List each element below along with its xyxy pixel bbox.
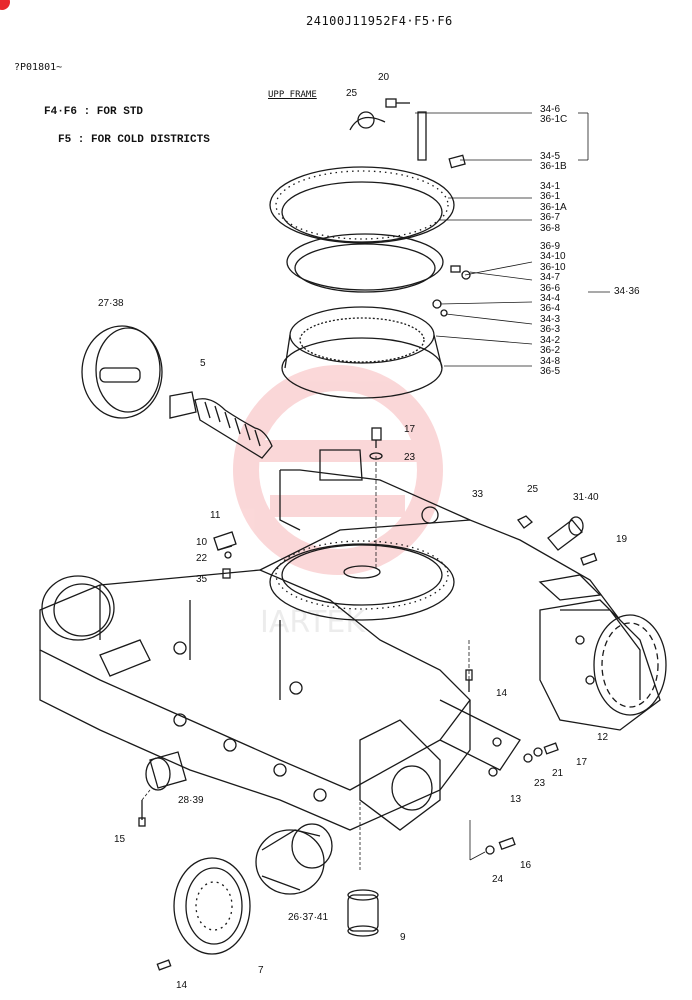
sprocket-7	[173, 857, 251, 955]
part-label: 36-1A	[540, 201, 567, 213]
drive-sprocket	[593, 614, 667, 716]
callout-25-top: 25	[346, 88, 358, 99]
callout-27-38: 27·38	[98, 298, 124, 309]
part-label: 36-1	[540, 191, 561, 203]
part-label: 34-7	[540, 272, 561, 284]
part-label: 34-4	[540, 293, 561, 305]
recoil-spring	[169, 391, 273, 459]
callout-26-37-41: 26·37·41	[288, 912, 329, 923]
note-std: F4·F6 : FOR STD	[44, 106, 144, 118]
serial-range: ?P01801~	[14, 62, 63, 73]
document-code: 24100J11952F4·F5·F6	[306, 14, 453, 28]
part-label: 34-6	[540, 104, 561, 115]
part-label: 36-3	[540, 324, 561, 336]
upp-frame-label: UPP FRAME	[268, 90, 317, 100]
part-list-top: 34-6 36-1C 34-5 36-1B	[540, 104, 568, 173]
front-idler	[81, 325, 163, 419]
callout-14-bottom: 14	[176, 980, 188, 991]
note-cold: F5 : FOR COLD DISTRICTS	[58, 134, 210, 146]
part-label: 36-8	[540, 222, 561, 234]
callout-35: 35	[196, 574, 208, 585]
part-list-main: 34-1 36-1 36-1A 36-7 36-8 36-9 34-10 36-…	[540, 181, 567, 377]
swing-bearing-lower-ring	[286, 233, 444, 293]
callout-14-mid: 14	[496, 688, 508, 699]
part-label: 36-9	[540, 241, 561, 253]
callout-33: 33	[472, 489, 484, 500]
callout-5: 5	[200, 358, 206, 369]
callout-28-39: 28·39	[178, 795, 204, 806]
callout-22: 22	[196, 553, 208, 564]
svg-text:IARTEK: IARTEK	[260, 605, 366, 640]
callout-23-top: 23	[404, 452, 416, 463]
part-label: 34-3	[540, 313, 561, 325]
callout-24: 24	[492, 874, 504, 885]
part-label: 36-1C	[540, 114, 568, 126]
callout-17: 17	[576, 757, 588, 768]
part-label: 34-8	[540, 355, 561, 367]
callout-21: 21	[552, 768, 564, 779]
callout-10: 10	[196, 537, 208, 548]
part-label: 36-10	[540, 261, 566, 273]
part-label: 36-2	[540, 345, 561, 357]
callout-25: 25	[527, 484, 539, 495]
callout-13: 13	[510, 794, 522, 805]
callout-23: 23	[534, 778, 546, 789]
callout-31-40: 31·40	[573, 492, 599, 503]
corner-marker	[0, 0, 10, 10]
carrier-roller	[145, 751, 187, 791]
track-frame	[39, 449, 667, 831]
part-label: 36-7	[540, 212, 561, 224]
part-label: 34-10	[540, 251, 566, 263]
callout-19: 19	[616, 534, 628, 545]
part-label: 36-4	[540, 303, 561, 315]
callout-7: 7	[258, 965, 264, 976]
swing-bearing-outer-ring	[269, 166, 455, 244]
callout-11: 11	[210, 510, 221, 521]
callout-16: 16	[520, 860, 532, 871]
part-label: 36-6	[540, 282, 561, 294]
callout-12: 12	[597, 732, 609, 743]
part-label: 34-1	[540, 181, 561, 192]
callout-group-34-36: 34·36	[614, 286, 640, 297]
track-roller	[347, 889, 379, 937]
callout-15: 15	[114, 834, 126, 845]
part-label: 34-5	[540, 150, 561, 162]
callout-20: 20	[378, 72, 390, 83]
part-label: 34-2	[540, 334, 561, 346]
callout-9: 9	[400, 932, 406, 943]
part-label: 36-5	[540, 365, 561, 377]
watermark-logo: IARTEK	[233, 365, 443, 640]
callout-17-top: 17	[404, 424, 416, 435]
swing-gear-ring	[281, 306, 443, 399]
travel-motor	[255, 823, 333, 895]
part-label: 36-1B	[540, 161, 567, 173]
